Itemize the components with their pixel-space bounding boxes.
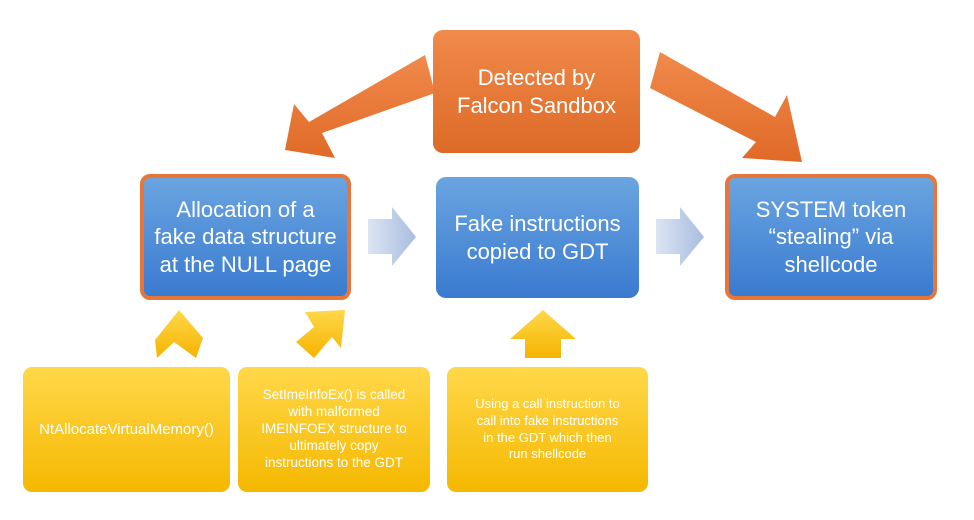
arrow-to-allocation xyxy=(285,55,435,158)
arrow-setimeinfo-up xyxy=(296,310,345,358)
setimeinfo-label: SetImeInfoEx() is called with malformed … xyxy=(261,387,407,470)
allocation-label: Allocation of a fake data structure at t… xyxy=(154,196,337,277)
setimeinfo-node: SetImeInfoEx() is called with malformed … xyxy=(238,367,430,492)
ntallocate-label: NtAllocateVirtualMemory() xyxy=(39,421,214,438)
system-token-node: SYSTEM token “stealing” via shellcode xyxy=(725,174,937,300)
arrow-allocation-to-fake xyxy=(368,207,416,266)
arrow-call-up xyxy=(510,310,576,358)
system-token-label: SYSTEM token “stealing” via shellcode xyxy=(755,196,907,277)
arrow-ntalloc-up xyxy=(155,310,203,358)
arrow-fake-to-system xyxy=(656,207,704,266)
ntallocate-node: NtAllocateVirtualMemory() xyxy=(23,367,230,492)
detected-by-falcon-sandbox-node: Detected by Falcon Sandbox xyxy=(433,30,640,153)
fake-instructions-label: Fake instructions copied to GDT xyxy=(454,211,621,264)
allocation-node: Allocation of a fake data structure at t… xyxy=(140,174,351,300)
fake-instructions-node: Fake instructions copied to GDT xyxy=(436,177,639,298)
arrow-to-system-token xyxy=(650,52,802,162)
call-instruction-node: Using a call instruction to call into fa… xyxy=(447,367,648,492)
detected-label: Detected by Falcon Sandbox xyxy=(457,65,616,118)
call-instruction-label: Using a call instruction to call into fa… xyxy=(475,395,620,462)
